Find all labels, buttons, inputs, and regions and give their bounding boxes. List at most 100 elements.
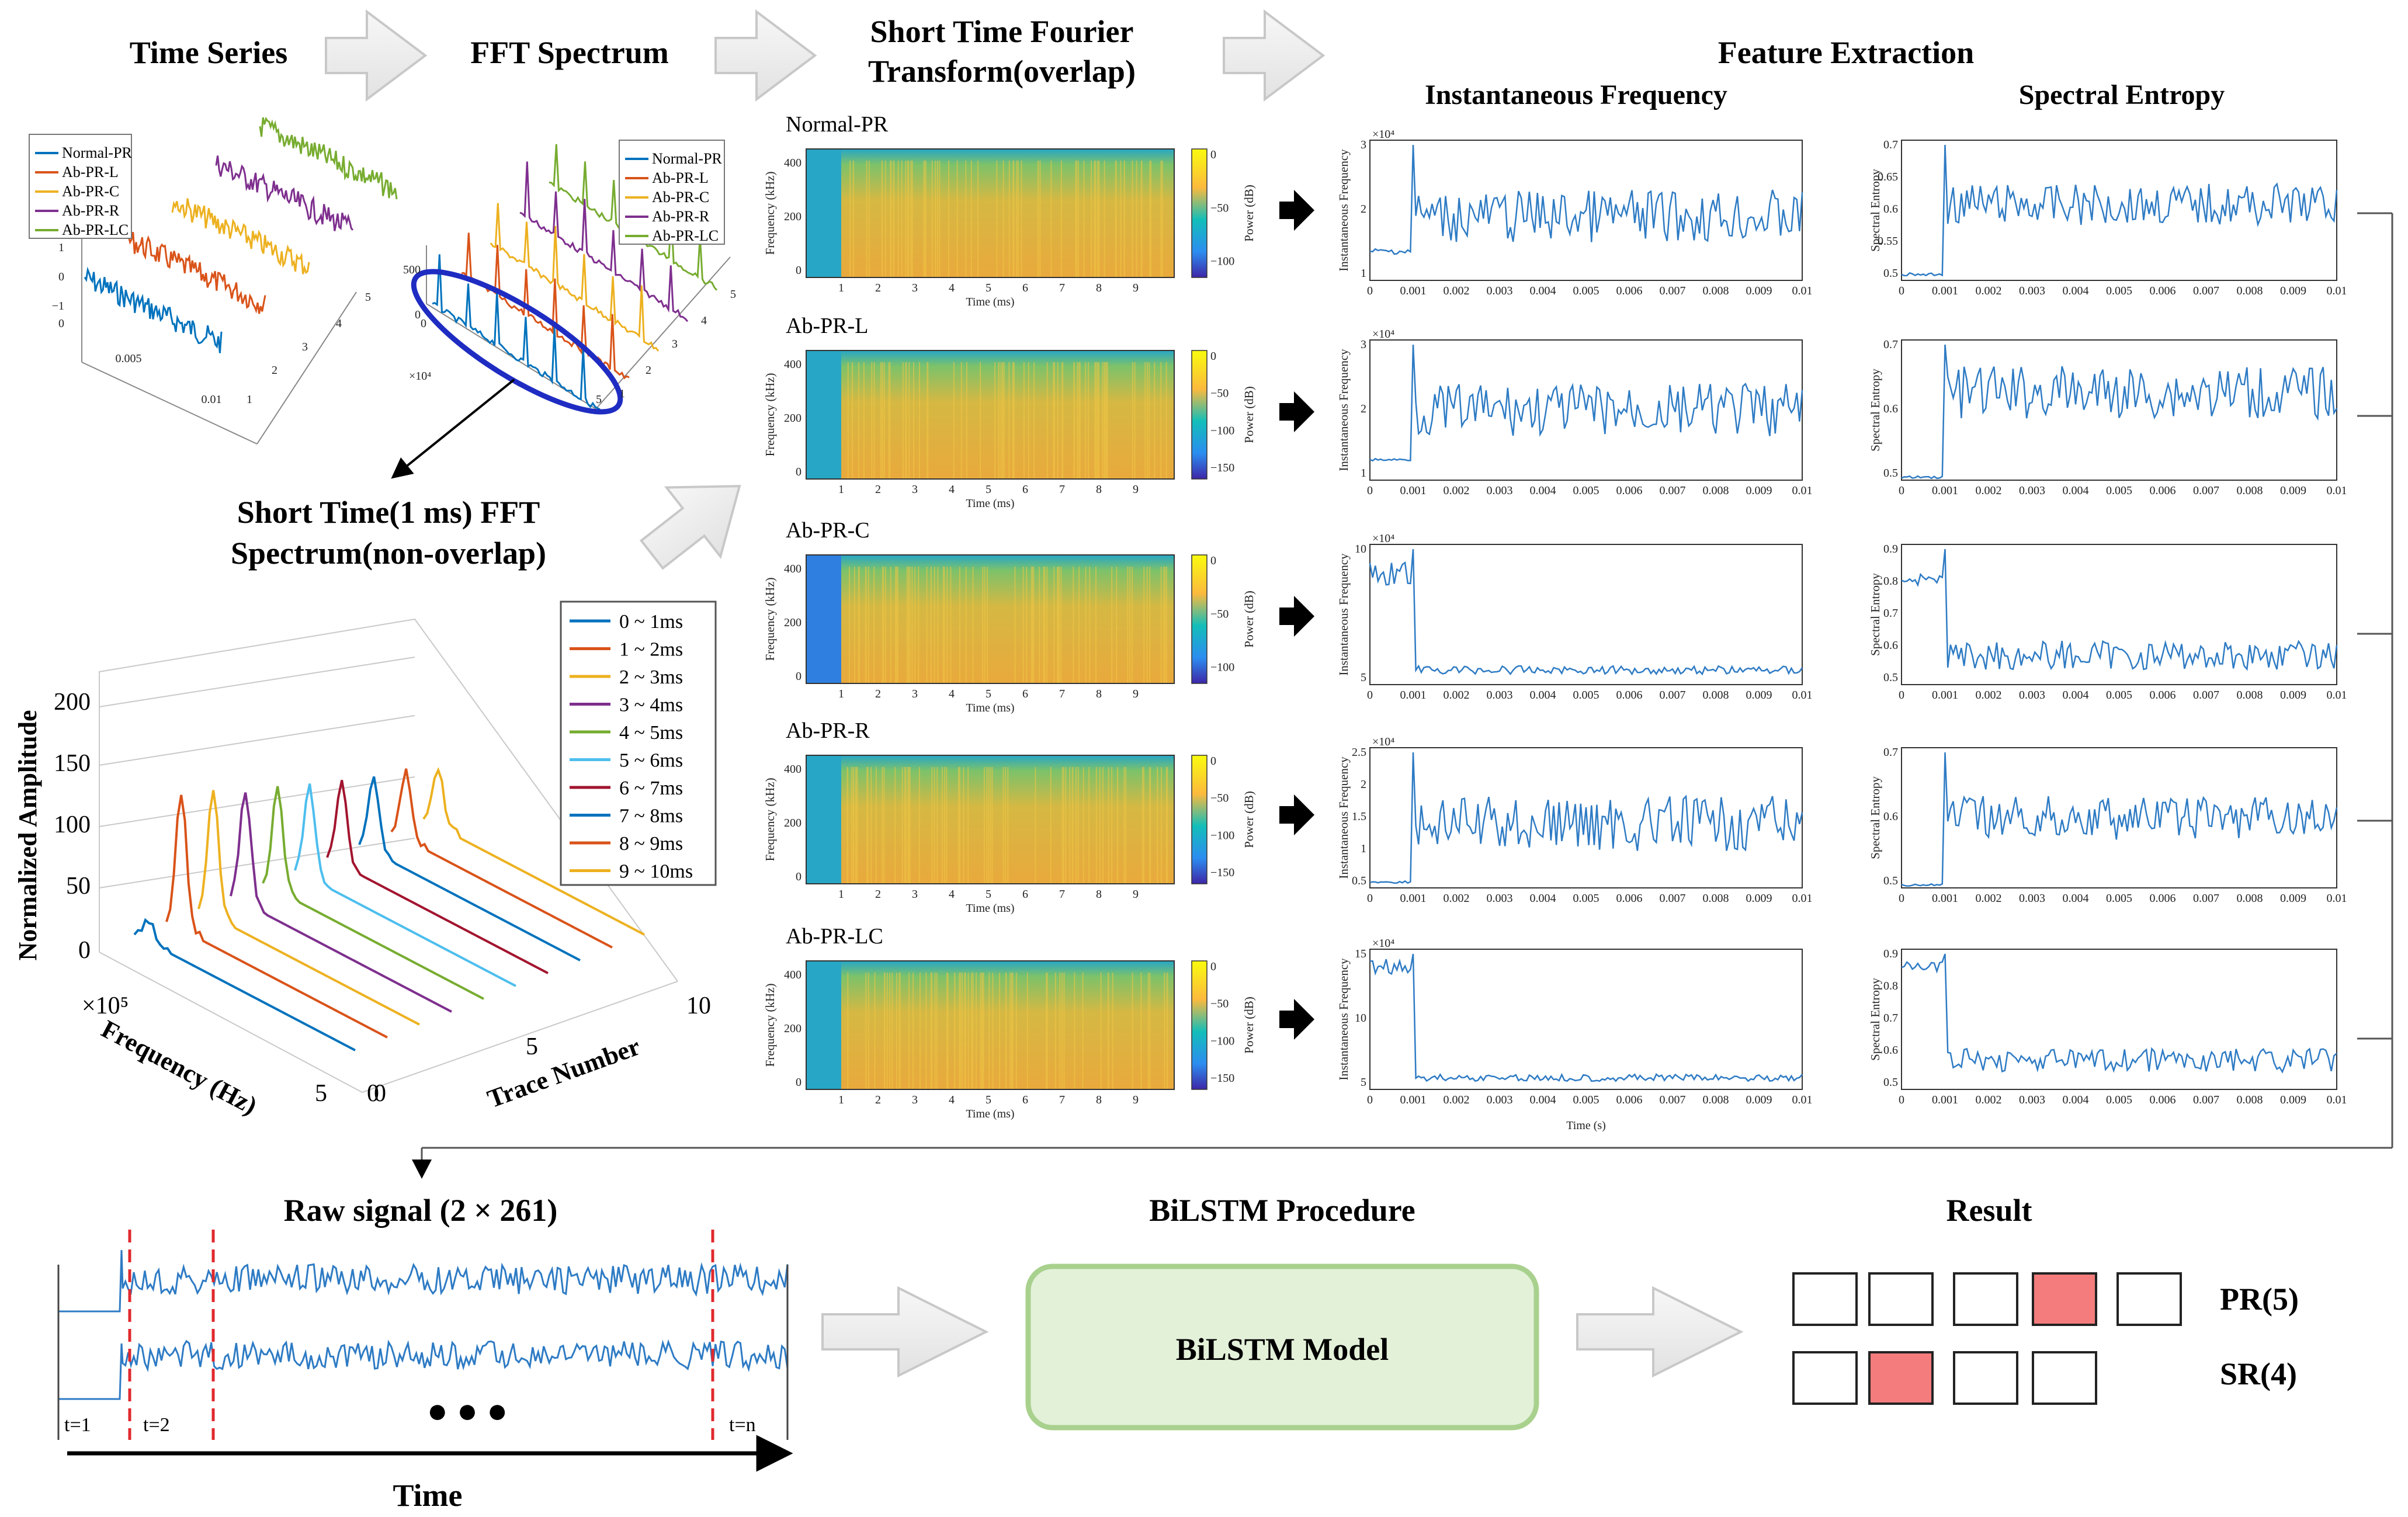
stft-ytick: 0 [796, 466, 801, 478]
spec_entropy-xtick: 0.006 [2150, 689, 2176, 702]
stft-xtick: 9 [1133, 888, 1139, 901]
inst_freq-xtick: 0.005 [1573, 689, 1599, 702]
inst_freq-xtick: 0.003 [1487, 1094, 1513, 1106]
spec_entropy-ytick: 0.6 [1883, 402, 1898, 415]
sr-class-box [1868, 1351, 1934, 1405]
black-arrow [1279, 596, 1314, 637]
stft-xlabel: Time (ms) [966, 1108, 1014, 1120]
spec_entropy-ytick: 0.5 [1883, 874, 1898, 887]
spec_entropy-frame [1901, 140, 2337, 281]
inst_freq-xtick: 0.003 [1487, 484, 1513, 497]
stft-ytick: 0 [796, 670, 801, 683]
waterfall-legend-label: 6 ~ 7ms [619, 777, 683, 799]
ts-legend-label: Ab-PR-C [62, 183, 119, 200]
raw-window-dividers [128, 1230, 714, 1440]
stft-spectrogram [841, 961, 1174, 1089]
fft-trace-ab-pr-r [519, 161, 689, 322]
inst_freq-xtick: 0.005 [1573, 484, 1599, 497]
stft-xtick: 6 [1022, 282, 1028, 294]
stft-ylabel: Frequency (kHz) [763, 778, 777, 862]
inst_freq-exponent: ×10⁴ [1372, 735, 1394, 748]
spec_entropy-xtick: 0.01 [2327, 484, 2347, 497]
inst_freq-signal [1369, 752, 1803, 884]
highlight-ellipse [411, 269, 623, 415]
inst_freq-ytick: 3 [1361, 338, 1366, 351]
wf-freq-tick-0: 0 [374, 1080, 386, 1107]
stft-colorbar-tick: −100 [1210, 829, 1234, 842]
stft-colorbar [1191, 148, 1208, 278]
spec_entropy-ylabel: Spectral Entropy [1868, 573, 1882, 656]
spec_entropy-ytick: 0.8 [1883, 980, 1898, 992]
flow-arrow-stft-features [1223, 9, 1326, 102]
inst_freq-xtick: 0.008 [1703, 892, 1729, 905]
stft-to-feature-arrows [1279, 190, 1314, 1040]
stft-xtick: 8 [1096, 483, 1102, 496]
stft-striations [847, 362, 1167, 479]
inst_freq-xtick: 0.002 [1444, 484, 1470, 497]
header-stft-line1: Short Time Fourier [870, 14, 1134, 49]
inst_freq-xtick: 0.007 [1660, 892, 1686, 905]
fft-legend-label: Ab-PR-C [652, 189, 709, 206]
spec_entropy-ylabel: Spectral Entropy [1868, 169, 1882, 252]
header-stft-line2: Transform(overlap) [868, 54, 1136, 89]
spec_entropy-xtick: 0.006 [2150, 892, 2176, 905]
inst_freq-signal [1369, 953, 1803, 1082]
stft-panel-title: Ab-PR-LC [786, 924, 883, 949]
inst_freq-signal [1369, 344, 1803, 462]
pr-class-box [1953, 1272, 2018, 1326]
inst_freq-xtick: 0.008 [1703, 689, 1729, 702]
pr-class-box [2116, 1272, 2182, 1326]
stft-xlabel: Time (ms) [966, 702, 1014, 714]
fft-ytick-1: 1 [619, 387, 625, 400]
spec_entropy-xtick: 0.008 [2237, 284, 2263, 297]
inst_freq-xtick: 0.001 [1400, 689, 1427, 702]
stft-ytick: 200 [784, 412, 801, 425]
stft-xtick: 7 [1059, 483, 1065, 496]
waterfall-legend-label: 1 ~ 2ms [619, 639, 683, 661]
spec_entropy-ytick: 0.65 [1878, 171, 1898, 183]
spec_entropy-ytick: 0.9 [1883, 947, 1898, 960]
bilstm-model-label: BiLSTM Model [1176, 1332, 1389, 1367]
stft-xtick: 6 [1022, 888, 1028, 901]
stft-ytick: 400 [784, 358, 801, 371]
raw-t2-label: t=2 [143, 1414, 170, 1436]
inst_freq-xtick: 0.009 [1746, 1094, 1772, 1106]
fft-ztick-0: 0 [415, 308, 421, 321]
ts-legend-label: Ab-PR-L [62, 164, 119, 180]
inst_freq-xtick: 0.001 [1400, 284, 1427, 297]
wf-freq-label: Frequency (Hz) [97, 1015, 262, 1120]
stft-xlabel: Time (ms) [966, 497, 1014, 510]
stft-xtick: 2 [875, 688, 881, 700]
inst_freq-xtick: 0.007 [1660, 689, 1686, 702]
sr-class-box [1953, 1351, 2018, 1405]
inst_freq-ytick: 10 [1355, 543, 1366, 556]
stft-ytick: 0 [796, 1076, 801, 1089]
stft-colorbar-tick: −100 [1210, 255, 1234, 268]
spec_entropy-xtick: 0.006 [2150, 1094, 2176, 1106]
stft-xtick: 4 [949, 282, 955, 294]
spec_entropy-xtick: 0.002 [1976, 892, 2002, 905]
connector-arrowhead [412, 1160, 432, 1179]
ts-ytick-5: 5 [365, 291, 371, 304]
waterfall-legend-label: 7 ~ 8ms [619, 806, 683, 827]
stft-xtick: 9 [1133, 282, 1139, 294]
inst_freq-xtick: 0.002 [1444, 1094, 1470, 1106]
stft-xtick: 4 [949, 483, 955, 496]
spec_entropy-xtick: 0.007 [2193, 689, 2219, 702]
inst_freq-ytick: 3 [1361, 138, 1366, 151]
inst_freq-xtick: 0.005 [1573, 892, 1599, 905]
spec_entropy-xtick: 0.01 [2327, 1094, 2347, 1106]
inst_freq-xtick: 0.007 [1660, 1094, 1686, 1106]
ts-legend-label: Normal-PR [62, 144, 133, 161]
ts-legend-label: Ab-PR-R [62, 202, 120, 219]
stft-frame [806, 350, 1175, 480]
spec_entropy-ytick: 0.5 [1883, 671, 1898, 684]
spec_entropy-xtick: 0.007 [2193, 484, 2219, 497]
spec_entropy-signal [1901, 752, 2338, 887]
